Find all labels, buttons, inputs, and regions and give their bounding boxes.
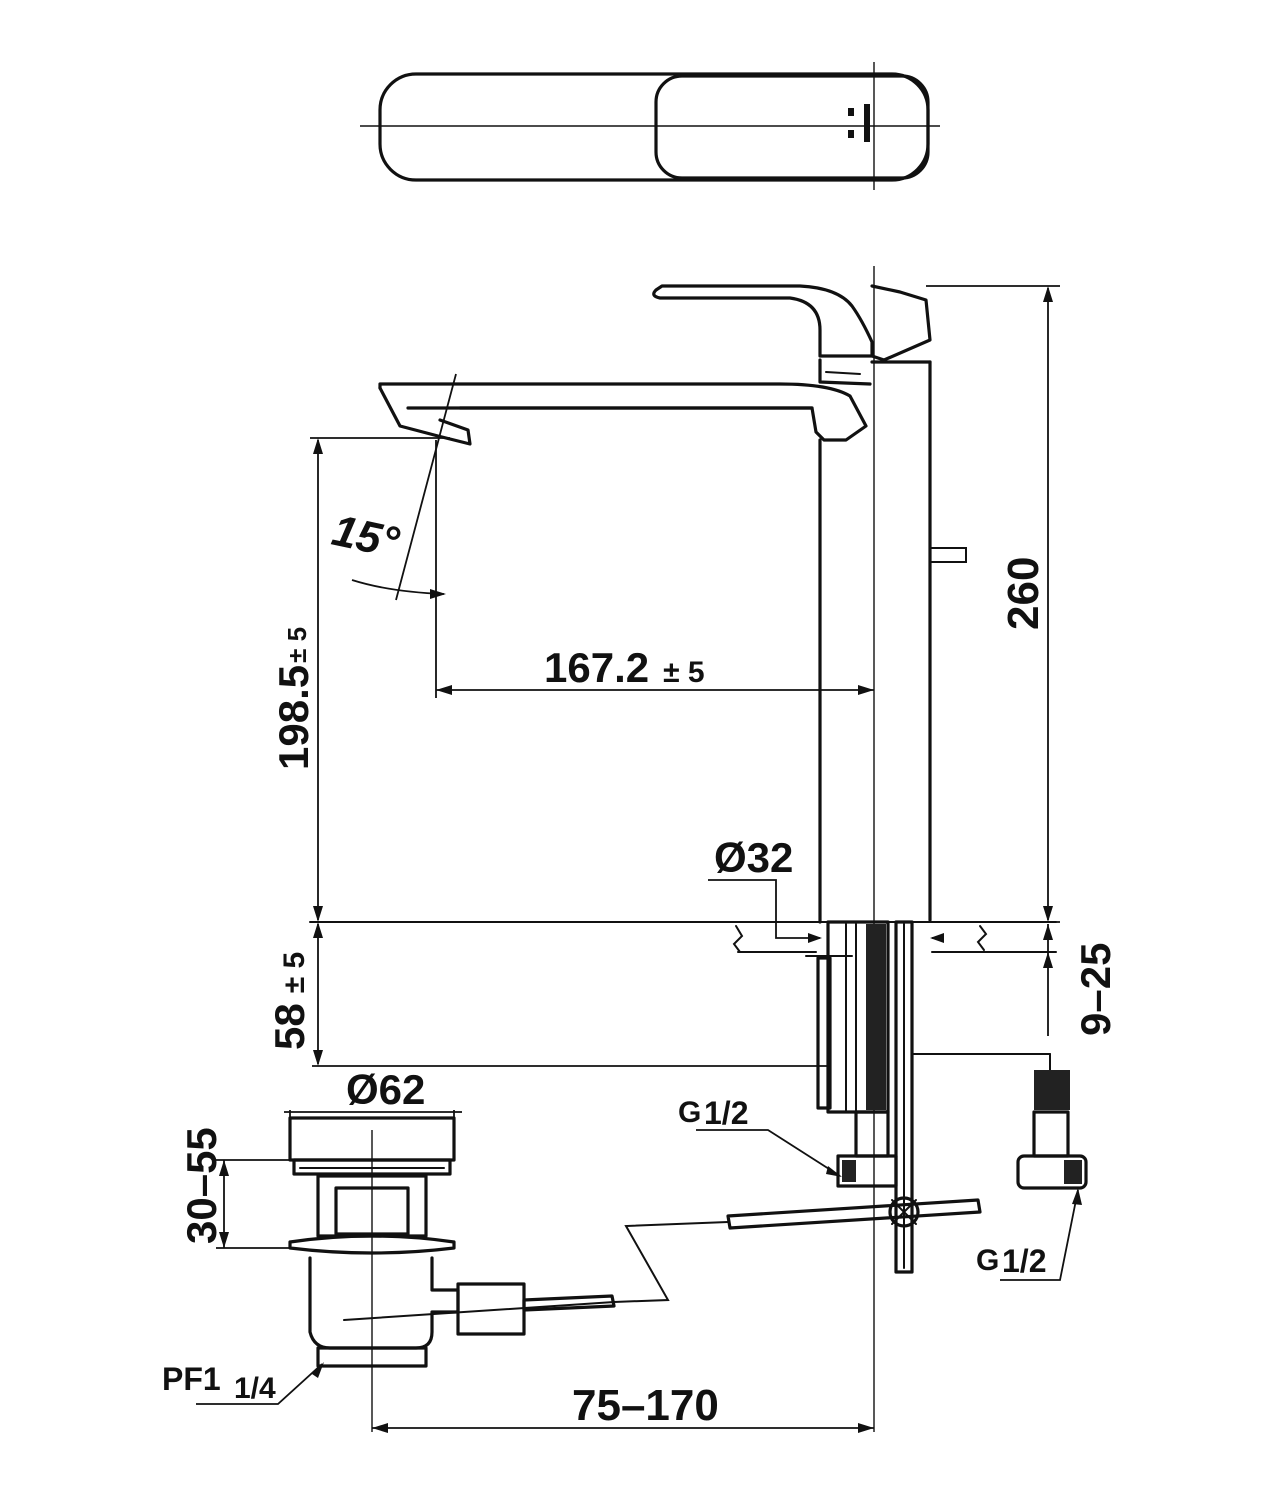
label-spout-height-group: 198.5± 5	[270, 627, 317, 770]
label-drain-thread-group: PF1 1/4	[162, 1361, 276, 1405]
faucet-side-view	[309, 266, 1088, 1432]
drain-washer	[288, 1234, 456, 1255]
supply-nut-left-shade	[842, 1160, 856, 1182]
dim-15-arrow	[430, 589, 446, 599]
label-shank-length: 58± 5	[266, 952, 313, 1050]
supply-nut-right	[1016, 1154, 1088, 1190]
popup-rod-knob	[929, 547, 967, 563]
dim-g-right-leader	[1000, 1189, 1079, 1281]
linkage-pivot	[888, 1196, 920, 1228]
mounting-nut	[816, 956, 832, 1110]
label-supply-right-frac: 1/2	[1002, 1243, 1046, 1279]
label-total-height: 260	[999, 557, 1048, 630]
top-view-body-outline	[378, 72, 930, 182]
shank-thread-hatching	[866, 924, 886, 1110]
dim-198-arrow-top	[313, 438, 323, 454]
dim-d32-arrow-right	[930, 933, 944, 943]
deck-break-left	[732, 925, 744, 953]
drain-rod	[343, 1301, 615, 1321]
label-drain-thread: PF1	[162, 1361, 221, 1397]
dim-g-left-arrow	[826, 1166, 842, 1177]
supply-fitting-right	[1032, 1110, 1070, 1158]
dim-9-25-arrow-bottom	[1043, 952, 1053, 968]
label-body-diameter: Ø32	[714, 834, 793, 881]
dim-d32-arrow-left	[808, 933, 822, 943]
label-spout-height: 198.5± 5	[270, 627, 317, 770]
dim-g-left-leader	[696, 1129, 841, 1177]
dimension-labels: 260 198.5± 5 167.2± 5 15° Ø32 58± 5 9–25…	[162, 506, 1119, 1430]
label-spout-reach: 167.2± 5	[544, 644, 705, 691]
linkage-connector	[613, 1221, 729, 1303]
label-drain-offset: 75–170	[572, 1381, 719, 1430]
label-supply-left: G	[678, 1096, 701, 1129]
dim-pf-arrow	[312, 1362, 324, 1378]
label-supply-left-group: G 1/2	[678, 1095, 748, 1131]
spout-upper-outline	[378, 382, 868, 442]
dim-75-170-arrow-right	[858, 1423, 874, 1433]
lever-collar	[818, 358, 872, 386]
drain-nut	[334, 1186, 410, 1236]
dim-30-55-arrow-top	[219, 1160, 229, 1176]
dim-260-arrow-bottom	[1043, 906, 1053, 922]
supply-hose-right-end	[1034, 1070, 1070, 1110]
top-view	[360, 62, 940, 190]
label-drain-thread-frac: 1/4	[234, 1372, 276, 1405]
dim-198-arrow-bottom	[313, 906, 323, 922]
lever-handle	[652, 284, 874, 358]
label-deck-thickness: 9–25	[1072, 943, 1119, 1036]
dimension-lines	[196, 285, 1082, 1433]
dim-58-arrow-bottom	[313, 1050, 323, 1066]
linkage-rod-upper	[726, 1198, 982, 1230]
label-shank-group: 58± 5	[266, 952, 313, 1050]
supply-nut-left	[836, 1154, 898, 1188]
label-spout-angle: 15°	[328, 506, 404, 568]
supply-fitting-left	[854, 1110, 890, 1158]
dim-167-arrow-left	[436, 685, 452, 695]
label-drain-height: 30–55	[178, 1127, 225, 1244]
supply-nut-right-shade	[1064, 1160, 1082, 1184]
dim-30-55-arrow-bottom	[219, 1232, 229, 1248]
dim-58-arrow-top	[313, 922, 323, 938]
lever-collar-line	[825, 371, 861, 375]
label-supply-right-group: G 1/2	[976, 1243, 1046, 1279]
drain-flange	[292, 1158, 452, 1176]
dim-260-arrow-top	[1043, 286, 1053, 302]
supply-hose-tube	[894, 920, 914, 1274]
dim-pf-leader	[196, 1363, 323, 1405]
label-supply-right: G	[976, 1244, 999, 1277]
drain-assembly	[288, 1116, 615, 1432]
drain-tailpiece	[316, 1346, 428, 1368]
top-view-indicator-dot	[848, 108, 854, 116]
deck-break-right	[976, 925, 988, 951]
label-supply-left-frac: 1/2	[704, 1095, 748, 1131]
dim-167-arrow-right	[858, 685, 874, 695]
dim-g-right-arrow	[1072, 1188, 1082, 1205]
top-view-indicator-bar	[864, 104, 870, 142]
drain-body-lower	[308, 1256, 460, 1350]
top-view-handle-outline	[654, 74, 930, 180]
dim-d32-leader	[708, 879, 820, 939]
top-view-indicator-dot	[848, 130, 854, 138]
dim-15-angle-line	[395, 373, 457, 601]
spout-tip	[378, 386, 472, 446]
dim-9-25-arrow-top	[1043, 924, 1053, 940]
dim-75-170-arrow-left	[372, 1423, 388, 1433]
lever-cap	[870, 284, 932, 362]
label-drain-diameter: Ø62	[346, 1066, 425, 1113]
